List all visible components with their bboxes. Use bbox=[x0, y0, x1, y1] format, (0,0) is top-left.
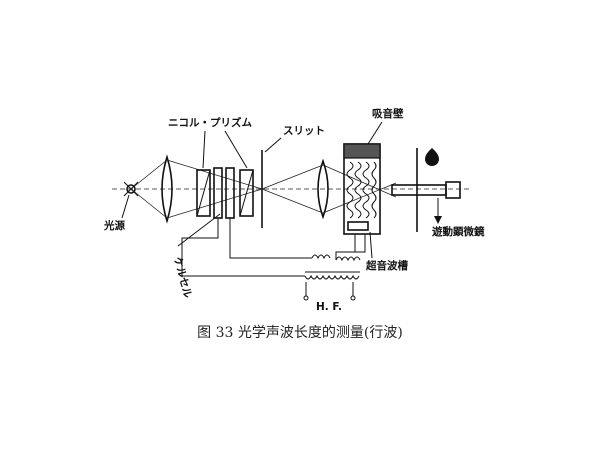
kerr-cell-label: ケルセル bbox=[171, 256, 194, 300]
nicol-prism-2 bbox=[239, 169, 254, 217]
leader-line bbox=[121, 194, 130, 219]
droplet-marker bbox=[425, 148, 439, 166]
leader-line bbox=[369, 231, 373, 259]
wiring bbox=[181, 218, 366, 277]
nicol-prism-1 bbox=[196, 169, 211, 217]
leader-line bbox=[224, 130, 248, 169]
ultrasonic-tank-label: 超音波槽 bbox=[365, 259, 408, 272]
travelling-microscope bbox=[391, 181, 461, 224]
figure-caption: 图 33 光学声波长度的测量(行波) bbox=[197, 325, 403, 341]
ultrasonic-tank bbox=[343, 143, 381, 235]
absorber-wall bbox=[343, 143, 381, 159]
ray bbox=[261, 164, 324, 190]
ray bbox=[322, 164, 397, 198]
ray bbox=[130, 188, 168, 219]
transformer bbox=[303, 254, 361, 301]
absorber-wall-label: 吸音壁 bbox=[372, 107, 404, 120]
leader-line bbox=[177, 213, 221, 247]
leader-line bbox=[367, 121, 383, 145]
slit-label: スリット bbox=[283, 125, 325, 137]
ray bbox=[322, 182, 397, 214]
leader-line bbox=[264, 137, 282, 153]
leader-line bbox=[202, 130, 206, 169]
light-source-label: 光源 bbox=[103, 219, 125, 232]
objective-lens bbox=[317, 158, 329, 220]
ray bbox=[130, 159, 168, 190]
travelling-microscope-label: 遊動顕微鏡 bbox=[432, 225, 485, 238]
condenser-lens bbox=[161, 154, 173, 224]
hf-label: H. F. bbox=[316, 301, 342, 313]
transducer bbox=[347, 221, 369, 231]
ray bbox=[261, 188, 324, 214]
nicol-prism-label: ニコル・プリズム bbox=[168, 116, 252, 129]
